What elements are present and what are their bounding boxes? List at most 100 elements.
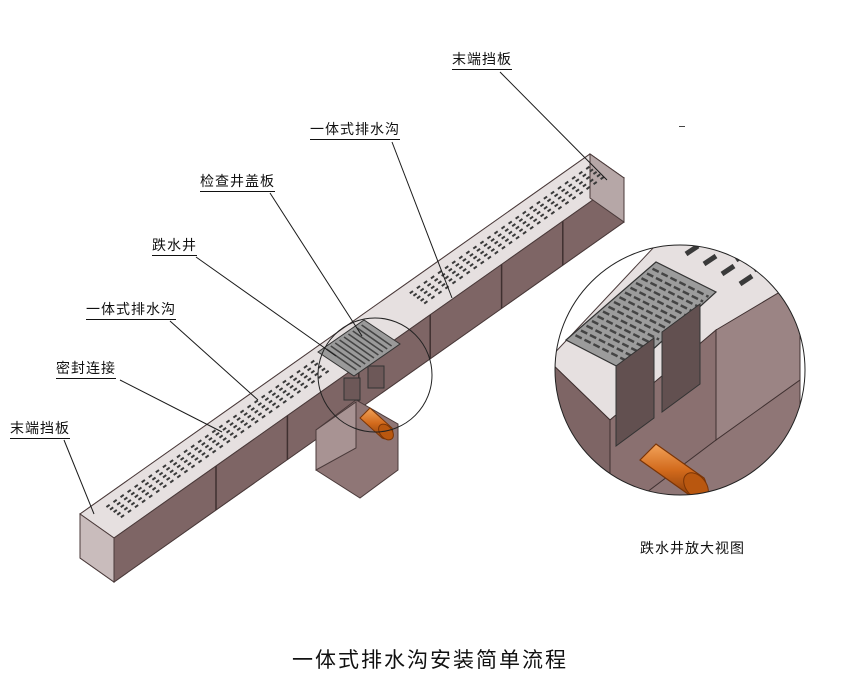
grate-slot xyxy=(458,275,464,280)
grate-slot xyxy=(462,257,467,262)
grate-slot xyxy=(169,469,174,474)
grate-slot xyxy=(127,489,132,494)
grate-slot xyxy=(268,399,273,404)
stray-tick-mark xyxy=(679,126,685,127)
grate-slot xyxy=(116,511,122,516)
grate-slot xyxy=(455,262,460,267)
grate-slot xyxy=(515,215,520,220)
grate-slot xyxy=(155,479,160,484)
grate-slots xyxy=(105,165,605,519)
grate-slot xyxy=(208,436,213,441)
grate-slot xyxy=(508,230,513,235)
grate-slot xyxy=(197,439,202,444)
grate-slot xyxy=(218,434,224,439)
grate-slot xyxy=(155,489,160,494)
grate-slot xyxy=(578,191,584,195)
label-inspection-cover: 检查井盖板 xyxy=(200,174,275,192)
leader-drop-well xyxy=(195,256,337,357)
grate-slot xyxy=(190,444,195,449)
grate-slot xyxy=(176,464,181,469)
grate-slot xyxy=(303,364,308,369)
grate-slot xyxy=(487,255,492,260)
grate-slot xyxy=(596,173,601,178)
grate-slot xyxy=(430,285,435,290)
grate-slot xyxy=(134,484,139,489)
grate-slot xyxy=(543,215,548,220)
grate-slot xyxy=(289,394,294,399)
grate-slot xyxy=(441,282,446,287)
zoom-caption: 跌水井放大视图 xyxy=(640,541,745,557)
grate-slot xyxy=(423,280,428,285)
grate-slot xyxy=(444,275,450,280)
grate-slot xyxy=(462,268,467,272)
grate-slot xyxy=(465,250,471,255)
grate-slot xyxy=(264,407,270,412)
grate-slot xyxy=(486,235,492,240)
cover-slot xyxy=(334,342,366,365)
grate-slot xyxy=(469,263,474,267)
grate-slot xyxy=(151,486,157,491)
grate-slot xyxy=(187,451,192,456)
grate-slot xyxy=(222,437,227,441)
grate-slot xyxy=(536,200,541,205)
grate-slot xyxy=(465,260,471,265)
grate-slot xyxy=(536,210,541,215)
grate-slot xyxy=(501,245,506,250)
grate-slot xyxy=(240,429,245,434)
grate-slot xyxy=(120,514,125,519)
grate-slot xyxy=(303,374,308,379)
grate-slot xyxy=(525,213,531,218)
grate-slot xyxy=(113,509,118,514)
grate-slot xyxy=(479,250,485,255)
grate-slot xyxy=(289,374,294,379)
grate-slot xyxy=(211,439,217,444)
grate-slot xyxy=(585,165,590,170)
grate-slot xyxy=(564,190,569,195)
grate-slot xyxy=(180,466,185,471)
grate-slot xyxy=(134,494,139,499)
grate-slot xyxy=(536,220,541,225)
label-seal-joint: 密封连接 xyxy=(56,361,116,379)
grate-slot xyxy=(239,409,245,414)
grate-slot xyxy=(190,454,196,459)
grate-slot xyxy=(575,178,580,183)
grate-slot xyxy=(437,290,443,295)
grate-slot xyxy=(532,218,538,223)
grate-slot xyxy=(201,451,206,456)
grate-slot xyxy=(148,494,153,499)
grate-slot xyxy=(264,397,270,402)
grate-slot xyxy=(539,203,545,208)
grate-slot xyxy=(141,499,146,504)
grate-slot xyxy=(243,422,249,427)
grate-slot xyxy=(529,205,534,210)
grate-slot xyxy=(296,369,301,374)
grate-slot xyxy=(504,238,510,243)
grate-slot xyxy=(426,282,432,287)
grate-slot xyxy=(127,499,132,504)
grate-slot xyxy=(275,394,280,399)
grate-slot xyxy=(310,359,315,364)
grate-slot xyxy=(240,419,245,424)
grate-slot xyxy=(547,208,552,213)
grate-slot xyxy=(254,399,259,404)
grate-slot xyxy=(529,215,534,220)
grate-slot xyxy=(232,414,238,419)
grate-slot xyxy=(557,205,563,210)
grate-slot xyxy=(427,292,432,297)
grate-slot xyxy=(493,230,499,235)
grate-slot xyxy=(522,210,527,215)
grate-slot xyxy=(275,404,280,409)
grate-slot xyxy=(169,479,175,484)
grate-slot xyxy=(571,175,576,180)
grate-slot xyxy=(162,484,167,489)
grate-slot xyxy=(504,228,509,233)
leader-trench-upper xyxy=(391,141,453,299)
grate-slot xyxy=(532,208,538,213)
grate-slot xyxy=(430,295,436,300)
grate-slot xyxy=(151,476,157,481)
grate-slot xyxy=(176,474,182,479)
grate-slot xyxy=(254,419,259,424)
grate-slot xyxy=(176,454,181,459)
grate-slot xyxy=(105,504,111,508)
grate-slot xyxy=(582,183,587,188)
